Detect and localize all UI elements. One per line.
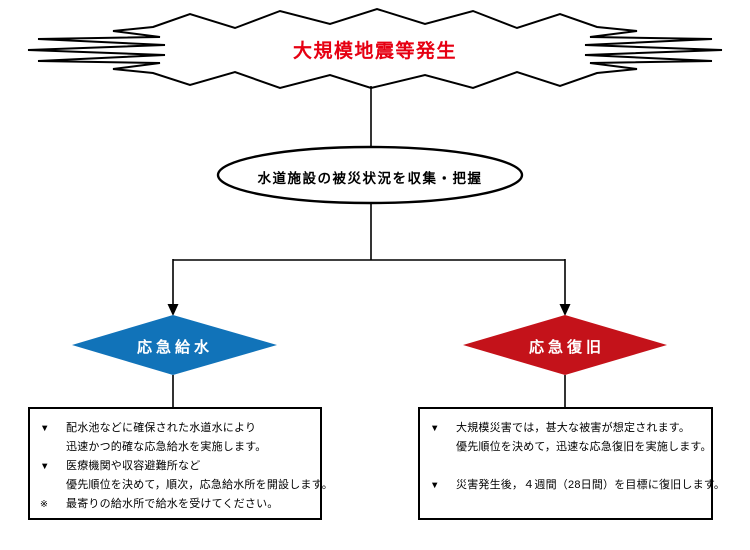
box-line-text: 最寄りの給水所で給水を受けてください。: [66, 498, 279, 510]
bullet-triangle-icon: ▼: [430, 423, 440, 434]
box-line: ▼ 配水池などに確保された水道水により: [40, 419, 314, 438]
box-line-text: 優先順位を決めて，迅速な応急復旧を実施します。: [456, 441, 712, 453]
bullet-triangle-icon: ▼: [40, 423, 50, 434]
earthquake-title: 大規模地震等発生: [292, 41, 457, 62]
arrowhead-left: [167, 304, 179, 316]
diamond-emergency-restoration: [463, 315, 667, 375]
box-line: ▼ 大規模災害では，甚大な被害が想定されます。: [430, 419, 705, 438]
arrowhead-right: [559, 304, 571, 316]
box-line: 迅速かつ的確な応急給水を実施します。: [40, 438, 314, 457]
collect-status-label: 水道施設の被災状況を収集・把握: [257, 171, 483, 186]
bullet-triangle-icon: ▼: [430, 480, 440, 491]
water-supply-info-box: ▼ 配水池などに確保された水道水により 迅速かつ的確な応急給水を実施します。 ▼…: [28, 407, 333, 520]
diamond-label-water-supply: 応急給水: [136, 339, 213, 356]
box-line: ▼ 災害発生後，４週間（28日間）を目標に復旧します。: [430, 476, 725, 495]
box-line-text: 迅速かつ的確な応急給水を実施します。: [66, 441, 267, 453]
box-line: 優先順位を決めて，迅速な応急復旧を実施します。: [430, 438, 712, 457]
box-line: 優先順位を決めて，順次，応急給水所を開設します。: [40, 476, 333, 495]
box-line: ※ 最寄りの給水所で給水を受けてください。: [40, 495, 314, 514]
box-line-text: 配水池などに確保された水道水により: [66, 422, 257, 434]
box-line: ▼ 医療機関や収容避難所など: [40, 457, 314, 476]
bullet-triangle-icon: ▼: [40, 461, 50, 472]
diamond-label-restoration: 応急復旧: [528, 339, 605, 356]
diamond-emergency-water-supply: [72, 315, 277, 375]
box-line-text: 災害発生後，４週間（28日間）を目標に復旧します。: [456, 479, 726, 491]
box-line-text: 医療機関や収容避難所など: [66, 460, 201, 472]
explosion-shape: [27, 7, 723, 90]
box-line-text: 優先順位を決めて，順次，応急給水所を開設します。: [66, 479, 333, 491]
box-line-text: 大規模災害では，甚大な被害が想定されます。: [456, 422, 691, 434]
reference-mark-icon: ※: [40, 499, 48, 510]
restoration-info-box: ▼ 大規模災害では，甚大な被害が想定されます。 優先順位を決めて，迅速な応急復旧…: [418, 407, 725, 520]
collect-status-ellipse: [216, 145, 524, 205]
